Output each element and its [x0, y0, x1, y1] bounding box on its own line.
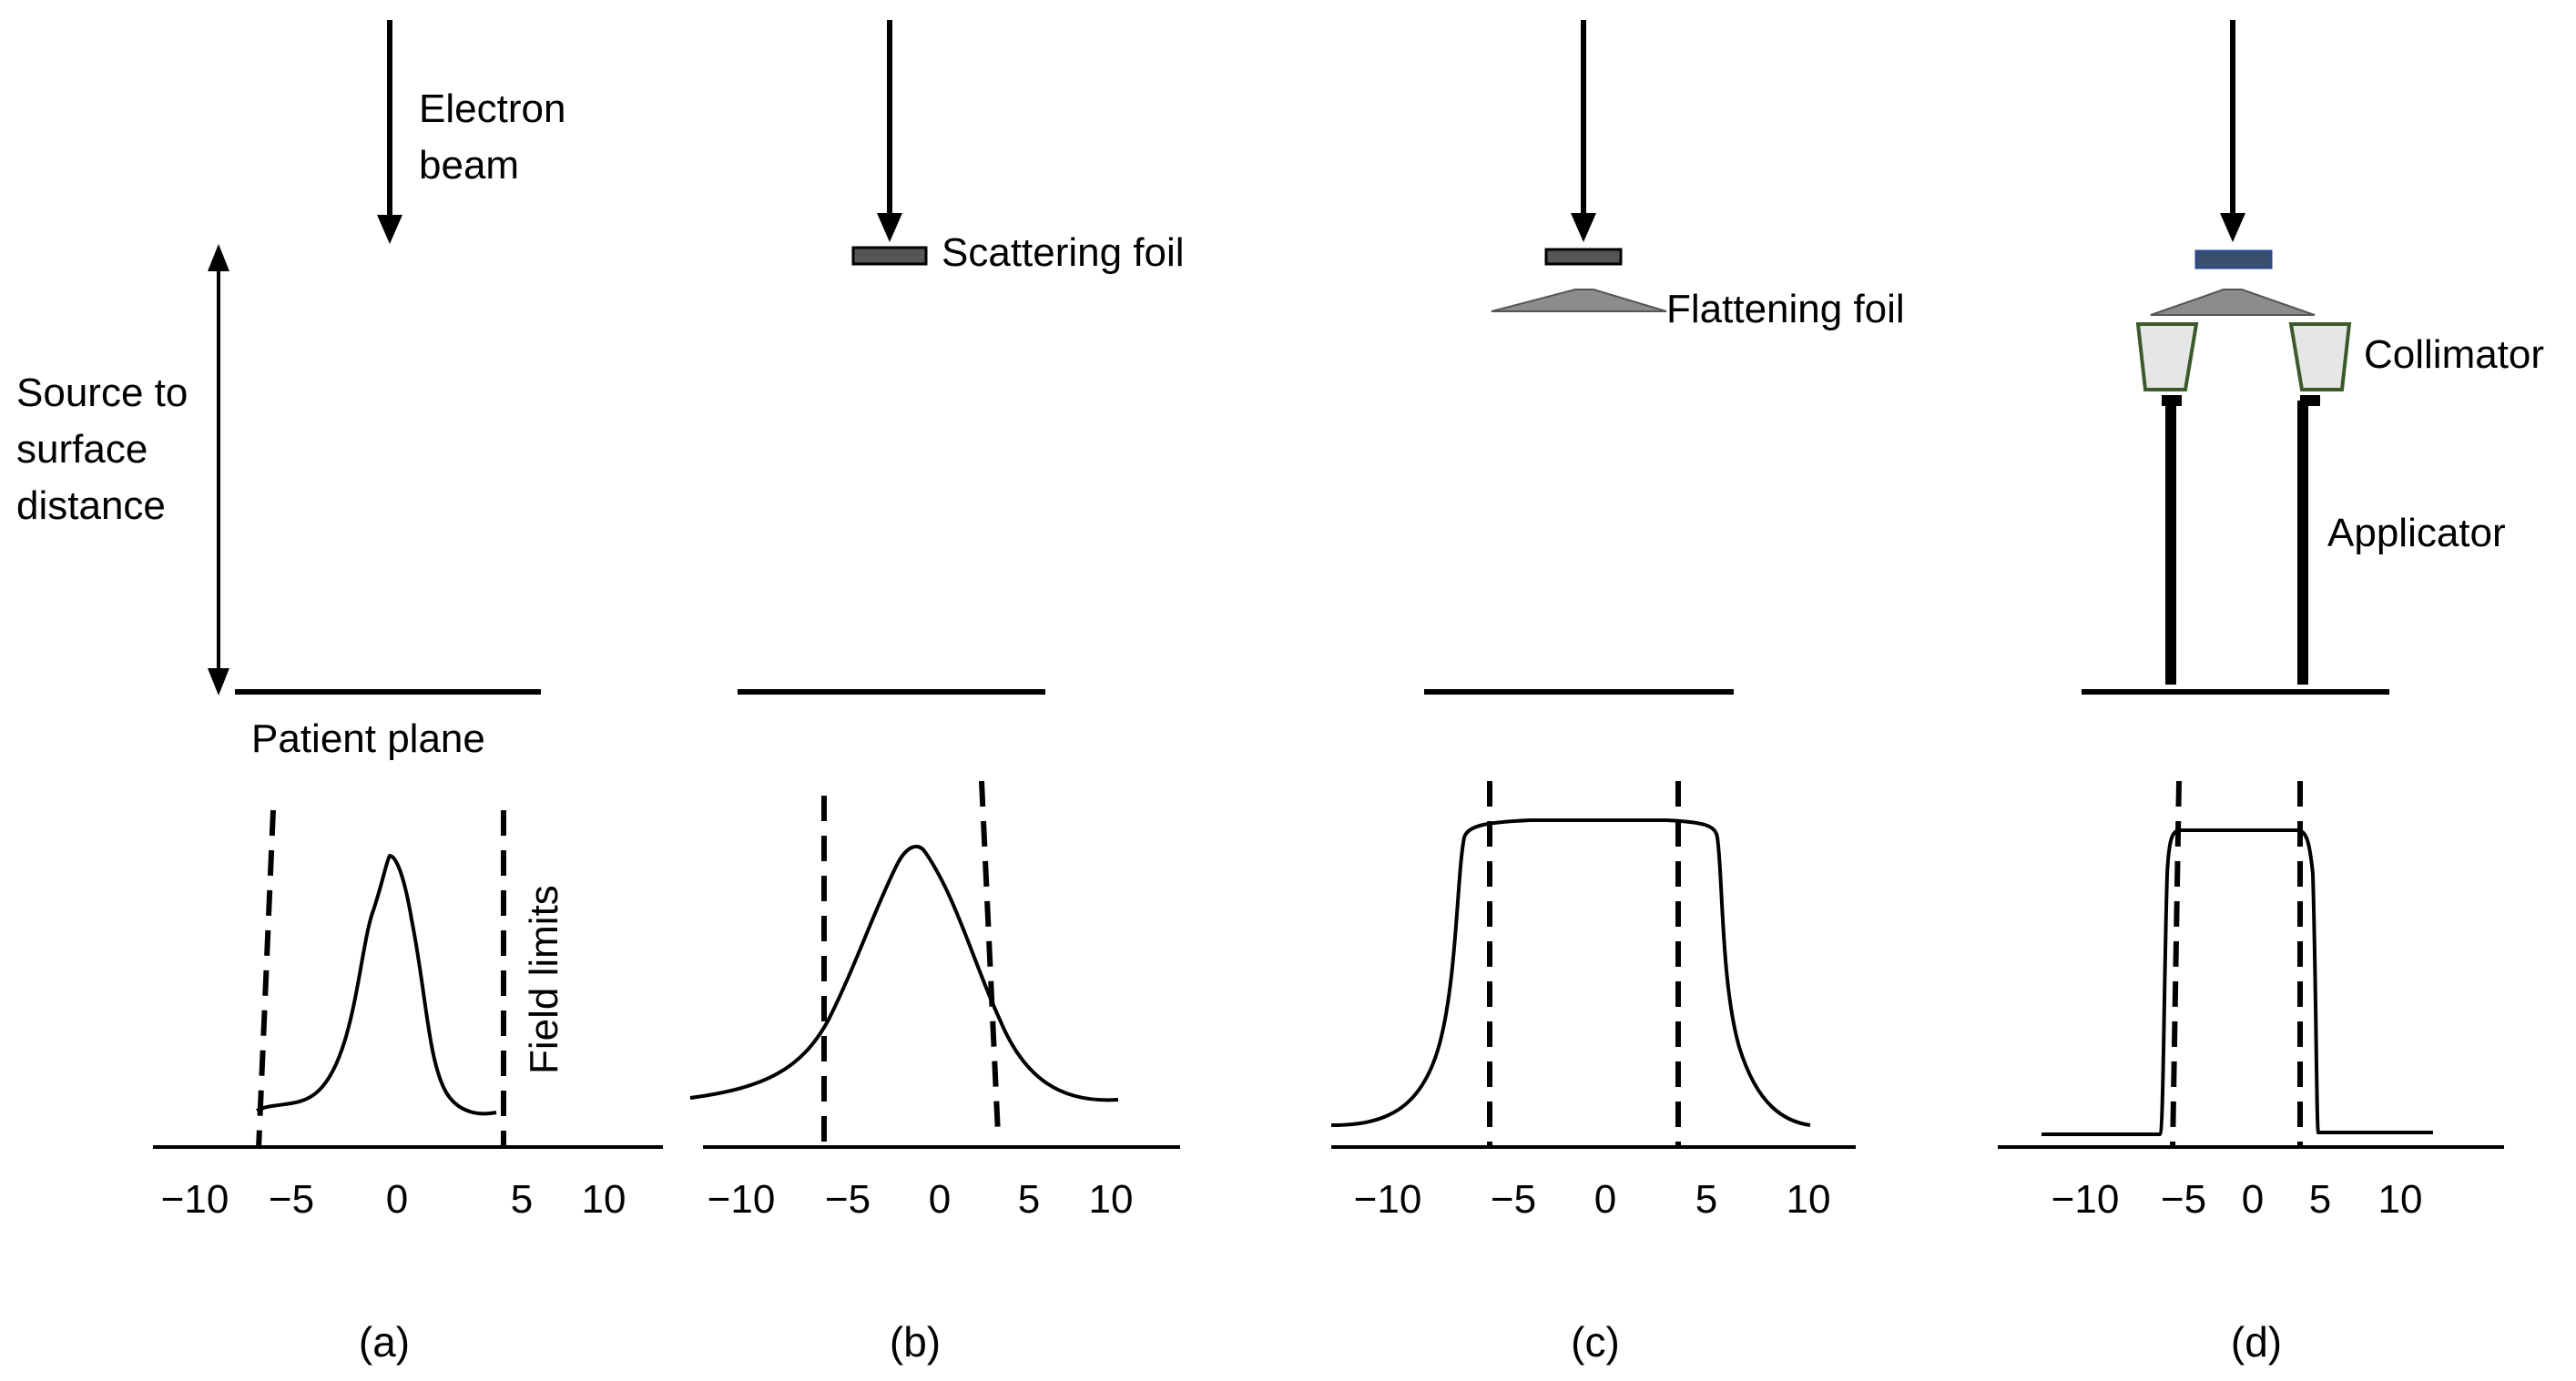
- panel-d: Collimator Applicator −10 −5 0 5 10 (d): [1998, 20, 2544, 1366]
- tick-label: 10: [2378, 1177, 2423, 1222]
- tick-label: −5: [269, 1177, 314, 1222]
- dose-profile-curve: [1330, 818, 1811, 1127]
- tick-label: 5: [511, 1177, 533, 1222]
- scattering-foil: [851, 246, 928, 266]
- tick-label: −5: [825, 1177, 871, 1222]
- tick-label: 5: [2309, 1177, 2331, 1222]
- collimator-label: Collimator: [2364, 332, 2544, 377]
- dose-profile-curve: [256, 853, 497, 1116]
- panel-label-a: (a): [359, 1318, 410, 1366]
- electron-beam-label-line2: beam: [419, 143, 519, 188]
- applicator-label: Applicator: [2327, 511, 2506, 555]
- scattering-foil: [1544, 248, 1623, 266]
- electron-beam-arrowhead: [877, 213, 902, 242]
- electron-beam-label-line1: Electron: [419, 86, 565, 131]
- scattering-foil: [2194, 249, 2273, 269]
- panel-label-b: (b): [890, 1318, 941, 1366]
- tick-label: 0: [929, 1177, 951, 1222]
- field-limit-left: [256, 809, 276, 1150]
- tick-label: −5: [2161, 1177, 2206, 1222]
- scattering-foil-label: Scattering foil: [942, 230, 1185, 275]
- tick-label: −10: [708, 1177, 776, 1222]
- ssd-label-line2: surface: [16, 427, 148, 472]
- tick-label: 10: [1089, 1177, 1134, 1222]
- dose-profile-curve: [2041, 828, 2433, 1136]
- electron-beam-arrowhead: [2220, 213, 2245, 242]
- tick-label: 10: [1787, 1177, 1831, 1222]
- field-limits-label: Field limits: [522, 885, 566, 1074]
- panel-label-d: (d): [2231, 1318, 2282, 1366]
- field-limit-left: [2170, 780, 2182, 1150]
- collimator-left: [2135, 322, 2199, 391]
- tick-label: −10: [161, 1177, 229, 1222]
- panel-a: Electron beam Source to surface distance…: [16, 20, 663, 1366]
- flattening-foil: [1491, 289, 1667, 312]
- tick-label: 5: [1018, 1177, 1040, 1222]
- tick-label: −10: [1354, 1177, 1422, 1222]
- ssd-arrowhead-bottom: [208, 668, 229, 696]
- tick-label: 0: [1594, 1177, 1616, 1222]
- tick-label: 0: [2242, 1177, 2264, 1222]
- tick-label: −10: [2052, 1177, 2120, 1222]
- field-limit-right: [979, 780, 1001, 1135]
- tick-label: 0: [386, 1177, 408, 1222]
- panel-c: Flattening foil −10 −5 0 5 10 (c): [1330, 20, 1905, 1366]
- flattening-foil-label: Flattening foil: [1666, 287, 1905, 331]
- electron-beam-arrowhead: [1571, 213, 1596, 242]
- electron-beam-arrowhead: [377, 215, 402, 244]
- tick-label: −5: [1491, 1177, 1536, 1222]
- ssd-label-line3: distance: [16, 483, 166, 528]
- collimator-right: [2288, 322, 2352, 391]
- panel-label-c: (c): [1571, 1318, 1620, 1366]
- dose-profile-curve: [689, 844, 1119, 1102]
- tick-label: 5: [1695, 1177, 1717, 1222]
- panel-b: Scattering foil −10 −5 0 5 10 (b): [689, 20, 1185, 1366]
- tick-label: 10: [582, 1177, 626, 1222]
- flattening-foil: [2150, 289, 2316, 316]
- ssd-arrowhead-top: [208, 244, 229, 271]
- ssd-label-line1: Source to: [16, 371, 188, 415]
- patient-plane-label: Patient plane: [251, 716, 485, 761]
